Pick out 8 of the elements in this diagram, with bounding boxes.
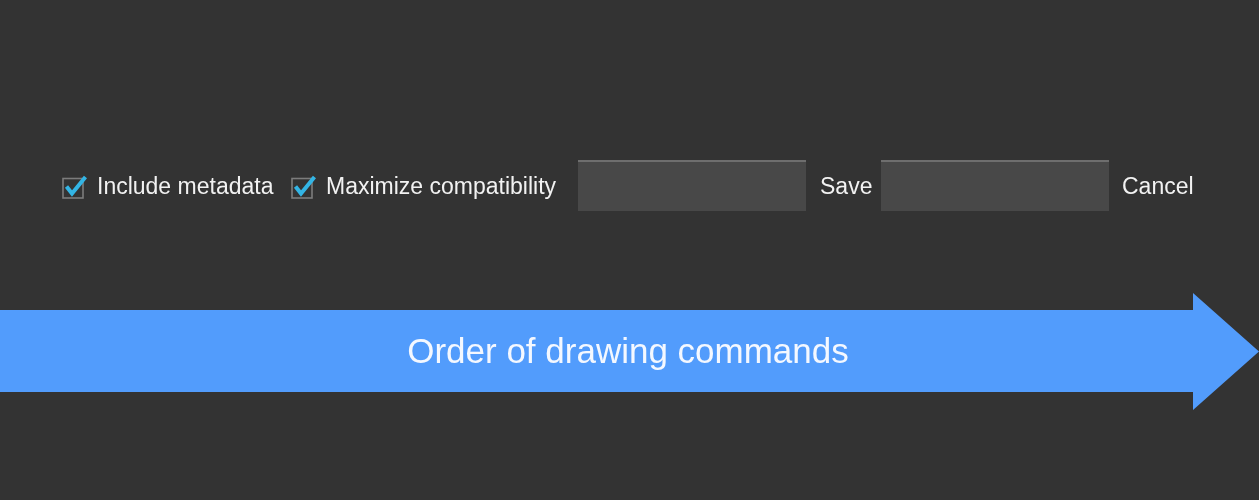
action-label: Save — [820, 172, 873, 200]
arrow-band — [0, 293, 1259, 410]
blank-panel — [578, 160, 806, 211]
option-label: Include metadata — [97, 172, 274, 200]
blank-panel — [881, 160, 1109, 211]
arrow-label: Order of drawing commands — [407, 330, 849, 372]
option-label: Maximize compatibility — [326, 172, 557, 200]
action-label: Cancel — [1122, 172, 1194, 200]
